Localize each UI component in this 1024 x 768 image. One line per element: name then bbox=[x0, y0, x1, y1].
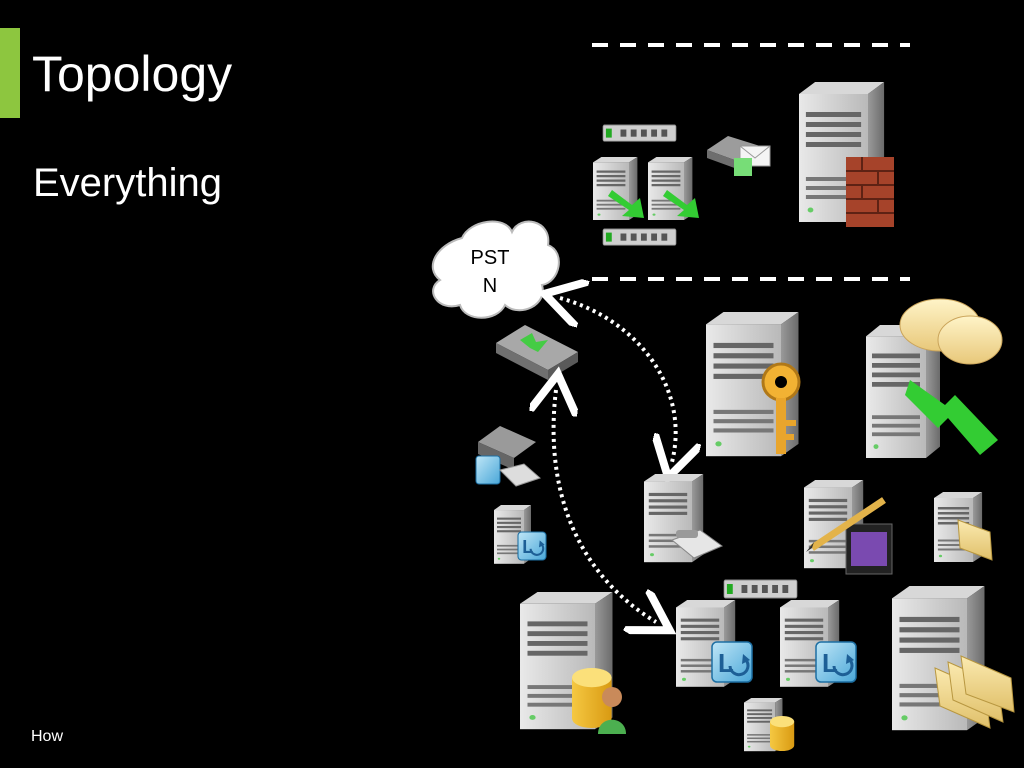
switch-icon bbox=[723, 579, 798, 599]
lync-gateway-icon bbox=[475, 426, 541, 487]
router-icon bbox=[496, 325, 578, 380]
pstn-link-connector bbox=[560, 298, 676, 462]
media-server-icon bbox=[804, 480, 893, 575]
pstn-label-line1: PST bbox=[471, 247, 510, 269]
file-server-icon bbox=[892, 586, 1015, 731]
slide-subtitle: Everything bbox=[33, 161, 222, 205]
chat-server-icon bbox=[866, 298, 1003, 458]
lync-server-icon bbox=[494, 505, 548, 564]
database-server-icon bbox=[744, 698, 795, 752]
phone-server-icon bbox=[644, 474, 724, 563]
green-arrow-icon bbox=[608, 190, 699, 218]
slide-footer: How bbox=[31, 728, 64, 745]
key-server-icon bbox=[706, 312, 801, 457]
pstn-cloud: PST N bbox=[431, 220, 560, 319]
lync-server-icon bbox=[676, 600, 754, 687]
router-link-connector bbox=[554, 390, 656, 622]
pstn-label-line2: N bbox=[483, 275, 497, 297]
slide-title: Topology bbox=[32, 46, 233, 102]
switch-icon bbox=[602, 228, 677, 246]
database-server-icon bbox=[520, 592, 626, 734]
file-server-icon bbox=[934, 492, 993, 562]
title-accent-bar bbox=[0, 28, 20, 118]
mail-gateway-icon bbox=[707, 136, 771, 176]
lync-server-icon bbox=[780, 600, 858, 687]
switch-icon bbox=[602, 124, 677, 142]
firewall-server-icon bbox=[799, 82, 894, 227]
